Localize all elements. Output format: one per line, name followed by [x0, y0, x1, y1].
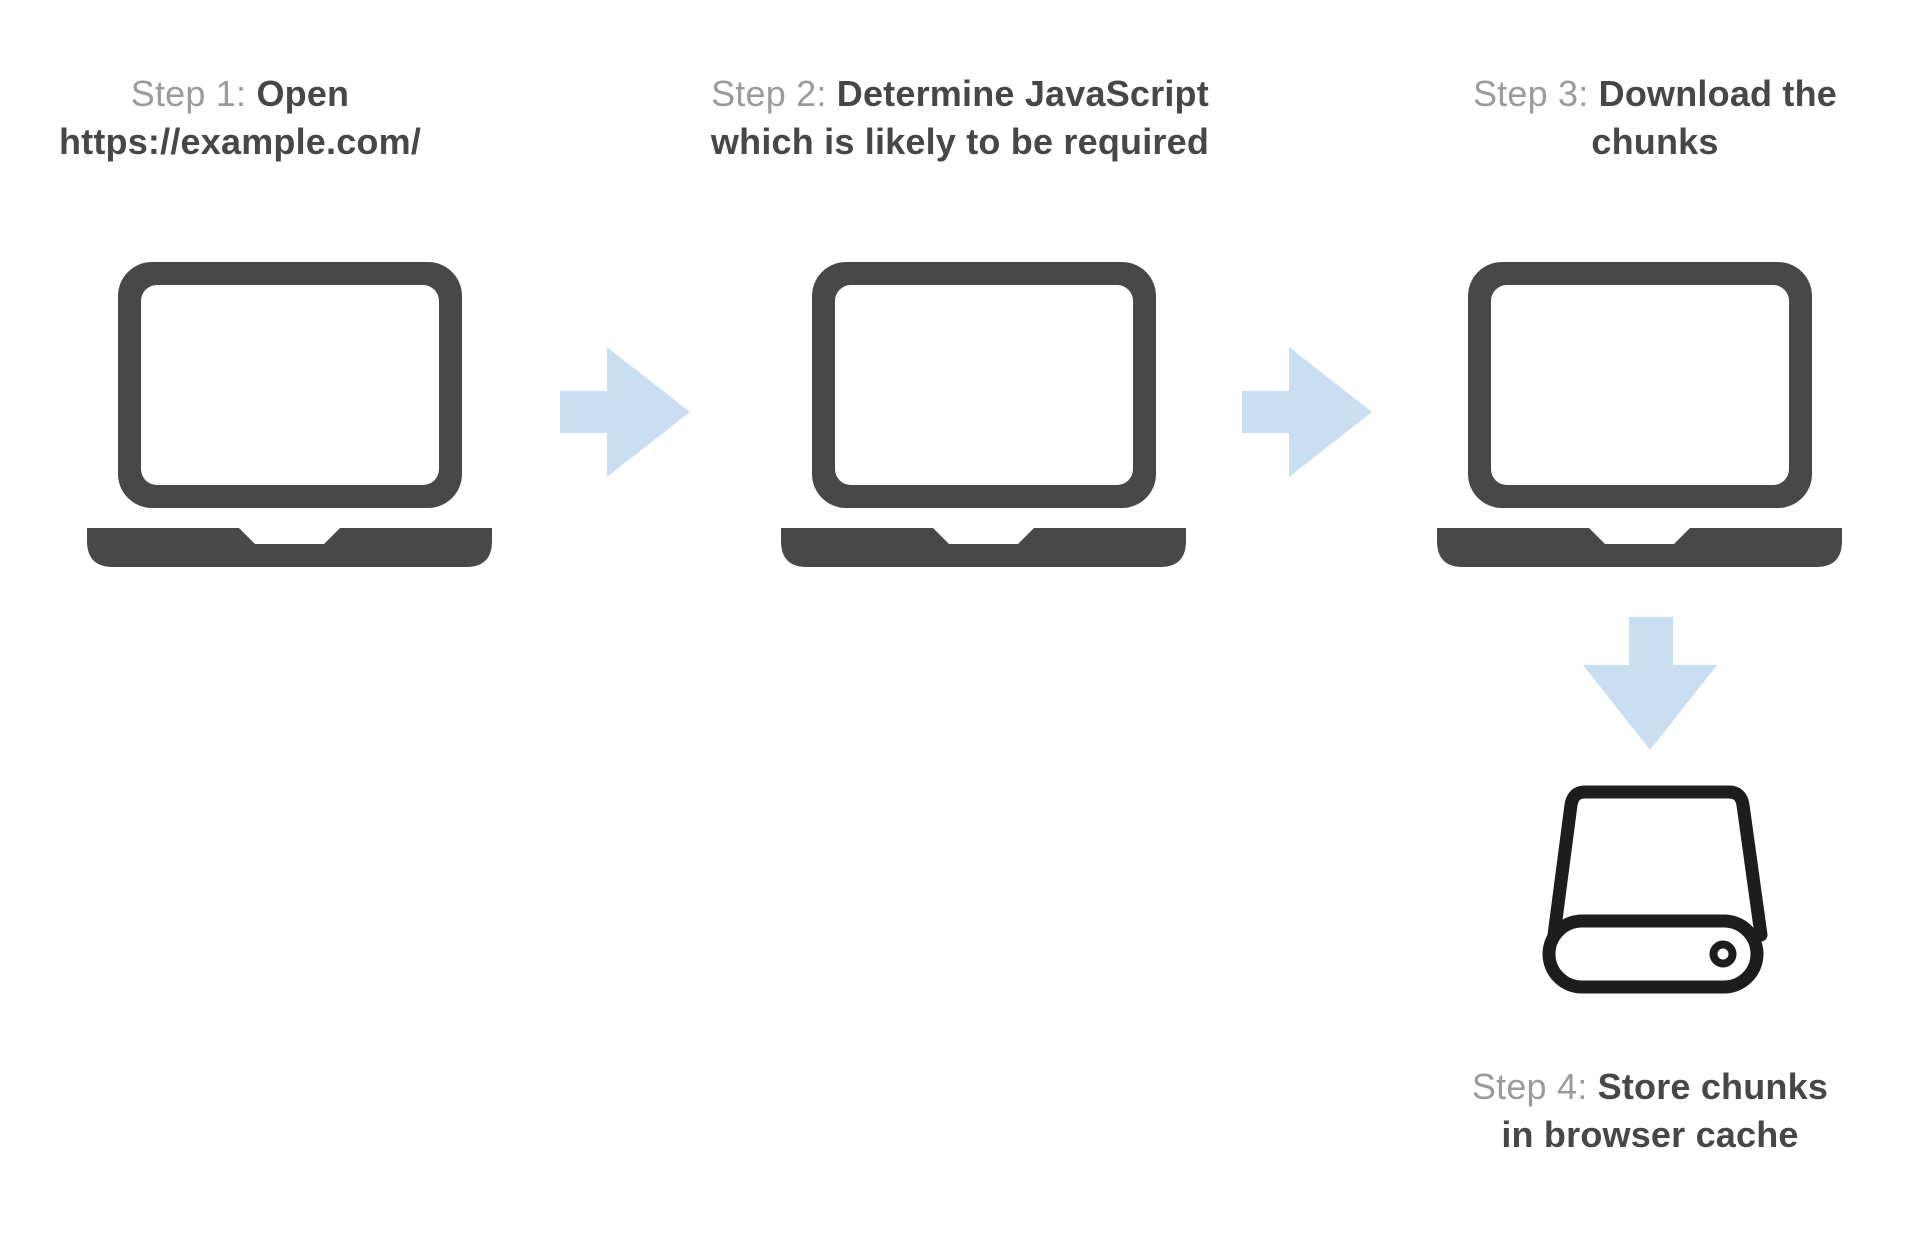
step-1-label-line1: Step 1: Open [30, 70, 450, 118]
step-1-title-part1: Open [256, 73, 350, 114]
hard-drive-icon [1542, 785, 1768, 994]
step-2-prefix: Step 2: [711, 73, 827, 114]
step-2-label: Step 2: Determine JavaScript which is li… [610, 70, 1310, 166]
step-4-title-part1: Store chunks [1597, 1066, 1829, 1107]
step-3-title-part2: chunks [1591, 121, 1719, 162]
step-1-label: Step 1: Open https://example.com/ [30, 70, 450, 166]
arrow-right-icon-2 [1242, 347, 1372, 477]
step-2-title-part2: which is likely to be required [710, 121, 1210, 162]
drive-indicator-light [1709, 940, 1737, 968]
step-3-title-part1: Download the [1598, 73, 1838, 114]
step-1-title-part2: https://example.com/ [58, 121, 422, 162]
step-4-title-part2: in browser cache [1501, 1114, 1799, 1155]
step-3-label: Step 3: Download the chunks [1410, 70, 1900, 166]
step-2-title-part1: Determine JavaScript [836, 73, 1209, 114]
step-3-label-line1: Step 3: Download the [1410, 70, 1900, 118]
step-4-prefix: Step 4: [1471, 1066, 1588, 1107]
step-2-label-line1: Step 2: Determine JavaScript [610, 70, 1310, 118]
step-1-prefix: Step 1: [130, 73, 247, 114]
step-4-label: Step 4: Store chunks in browser cache [1405, 1063, 1895, 1159]
arrow-right-icon-1 [560, 347, 690, 477]
laptop-icon-step2 [781, 262, 1186, 567]
step-4-label-line1: Step 4: Store chunks [1405, 1063, 1895, 1111]
step-3-prefix: Step 3: [1472, 73, 1589, 114]
laptop-icon-step1 [87, 262, 492, 567]
arrow-down-icon [1583, 617, 1717, 750]
laptop-icon-step3 [1437, 262, 1842, 567]
